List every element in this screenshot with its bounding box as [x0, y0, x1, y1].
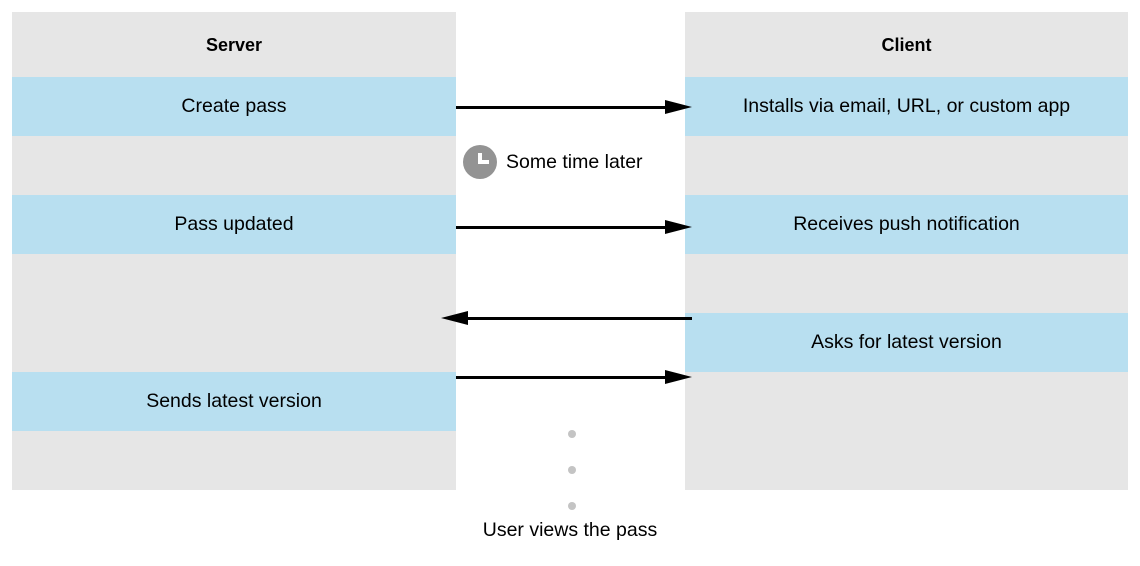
- arrow-shaft: [456, 376, 666, 379]
- arrow-asks-latest-version-to-server: [441, 310, 692, 326]
- arrow-create-pass-to-client: [456, 99, 692, 115]
- server-row-create-pass: Create pass: [12, 77, 456, 136]
- arrow-shaft: [456, 226, 666, 229]
- arrow-head-left-icon: [441, 311, 468, 325]
- client-row-installs: Installs via email, URL, or custom app: [685, 77, 1128, 136]
- arrow-shaft: [467, 317, 692, 320]
- some-time-later-note: Some time later: [463, 145, 643, 179]
- client-column-header: Client: [685, 12, 1128, 77]
- client-column: Client Installs via email, URL, or custo…: [685, 12, 1128, 490]
- client-row-spacer-3: [685, 372, 1128, 431]
- server-row-spacer-3: [12, 313, 456, 372]
- server-row-spacer-4: [12, 431, 456, 490]
- footer-caption: User views the pass: [482, 519, 658, 541]
- server-column: Server Create pass Pass updated Sends la…: [12, 12, 456, 490]
- arrow-shaft: [456, 106, 666, 109]
- clock-hand-minute: [478, 153, 482, 163]
- server-column-header: Server: [12, 12, 456, 77]
- server-row-spacer-2: [12, 254, 456, 313]
- arrow-pass-updated-to-client: [456, 219, 692, 235]
- client-row-receives-push: Receives push notification: [685, 195, 1128, 254]
- arrow-sends-latest-version-to-client: [456, 369, 692, 385]
- ellipsis-dot: [568, 502, 576, 510]
- server-row-pass-updated: Pass updated: [12, 195, 456, 254]
- ellipsis-dot: [568, 466, 576, 474]
- some-time-later-label: Some time later: [506, 150, 643, 173]
- client-row-spacer-4: [685, 431, 1128, 490]
- client-row-spacer-1: [685, 136, 1128, 195]
- arrow-head-right-icon: [665, 100, 692, 114]
- clock-icon: [463, 145, 497, 179]
- server-row-spacer-1: [12, 136, 456, 195]
- clock-hand-hour: [478, 160, 489, 164]
- server-row-sends-latest-version: Sends latest version: [12, 372, 456, 431]
- vertical-ellipsis: [566, 430, 578, 538]
- arrow-head-right-icon: [665, 370, 692, 384]
- client-row-spacer-2: [685, 254, 1128, 313]
- client-row-asks-latest-version: Asks for latest version: [685, 313, 1128, 372]
- ellipsis-dot: [568, 430, 576, 438]
- arrow-head-right-icon: [665, 220, 692, 234]
